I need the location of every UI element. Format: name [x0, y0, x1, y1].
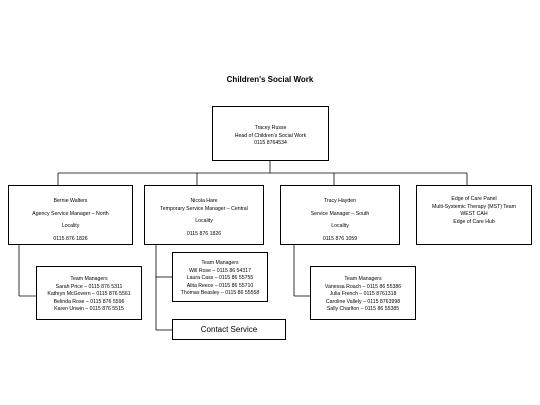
head-phone: 0115 8764534 — [254, 140, 287, 147]
edge-of-care-panel: Edge of Care Panel — [451, 196, 497, 202]
edge-of-care-hub: Edge of Care Hub — [453, 218, 495, 225]
team-managers-central-box: Team Managers Will Rose – 0115 86 54317 … — [172, 252, 268, 302]
team-member: Thomas Beasley – 0115 86 55558 — [180, 290, 260, 297]
manager-locality: Locality — [61, 223, 80, 230]
team-member: Sally Charlton – 0115 86 55385 — [326, 306, 400, 313]
team-member: Kathryn McGovern – 0115 876 5561 — [47, 291, 131, 298]
manager-name: Bernie Walters — [53, 198, 88, 204]
manager-phone: 0115 876 1826 — [186, 230, 222, 237]
manager-phone: 0115 876 1826 — [53, 235, 88, 242]
service-manager-south-box: Tracy Hayden Service Manager – South Loc… — [280, 185, 400, 245]
head-role: Head of Children's Social Work — [234, 132, 307, 139]
team-member: Laura Cass – 0115 86 55755 — [186, 275, 254, 282]
manager-role: Agency Service Manager – North — [32, 210, 109, 217]
team-member: Karen Unwin – 0115 876 5515 — [54, 306, 124, 313]
contact-service-box: Contact Service — [172, 319, 286, 340]
team-member: Vanessa Roach – 0115 86 55386 — [324, 283, 402, 290]
manager-locality: Locality — [331, 223, 349, 230]
edge-of-care-box: Edge of Care Panel Multi-Systemic Therap… — [416, 185, 532, 245]
mst-team: Multi-Systemic Therapy (MST) Team — [432, 203, 516, 210]
team-member: Will Rose – 0115 86 54317 — [189, 267, 251, 274]
head-name: Tracey Russe — [254, 125, 287, 131]
west-cah: WEST CAH — [460, 211, 488, 218]
team-member: Julia French – 0115 8761318 — [329, 291, 397, 298]
team-heading: Team Managers — [344, 276, 382, 282]
manager-role: Service Manager – South — [310, 210, 370, 217]
manager-phone: 0115 876 1059 — [322, 235, 358, 242]
contact-service-label: Contact Service — [200, 324, 258, 334]
team-managers-north-box: Team Managers Sarah Price – 0115 876 531… — [36, 266, 142, 320]
manager-name: Tracy Hayden — [323, 198, 357, 204]
team-heading: Team Managers — [201, 260, 239, 266]
manager-role: Temporary Service Manager – Central — [160, 205, 248, 212]
team-member: Alita Reece – 0115 86 55710 — [186, 282, 254, 289]
chart-title: Children's Social Work — [226, 75, 314, 84]
team-member: Caroline Vallely – 0115 8763998 — [325, 298, 401, 305]
team-managers-south-box: Team Managers Vanessa Roach – 0115 86 55… — [310, 266, 416, 320]
service-manager-central-box: Nicola Hare Temporary Service Manager – … — [144, 185, 264, 245]
manager-locality: Locality — [195, 218, 213, 225]
team-member: Belinda Rose – 0115 876 5596 — [53, 298, 125, 305]
head-of-service-box: Tracey Russe Head of Children's Social W… — [212, 106, 329, 161]
service-manager-north-box: Bernie Walters Agency Service Manager – … — [8, 185, 133, 245]
team-member: Sarah Price – 0115 876 5311 — [55, 283, 123, 290]
manager-name: Nicola Hare — [190, 198, 218, 204]
team-heading: Team Managers — [70, 276, 108, 282]
